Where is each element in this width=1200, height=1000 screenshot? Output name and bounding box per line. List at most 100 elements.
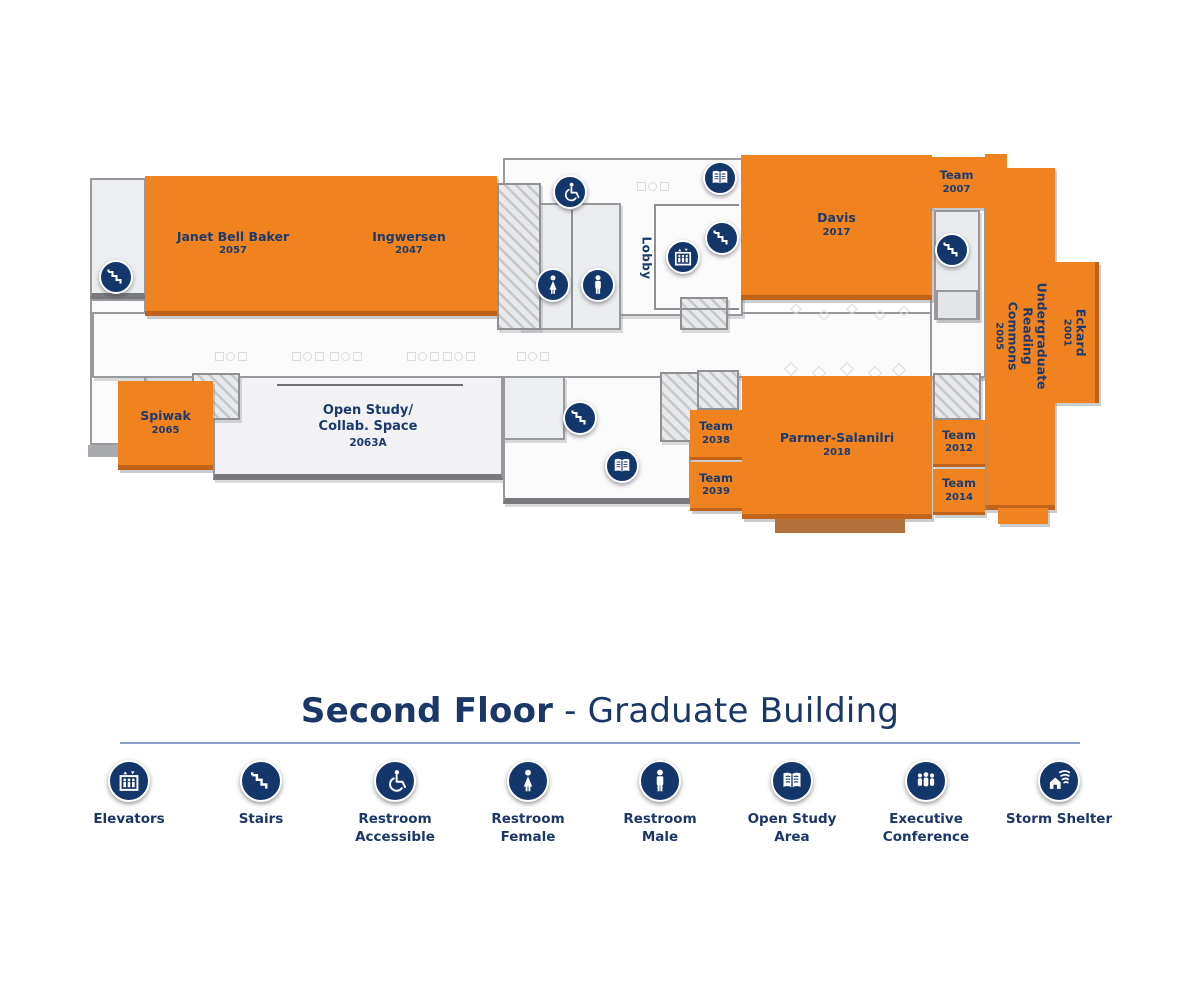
legend-label: Restroom Accessible [355, 811, 435, 845]
table-marker [660, 182, 669, 191]
table-marker-group [637, 182, 669, 193]
open-study-area-label: Open Study/ Collab. Space 2063A [268, 403, 468, 449]
room-number: 2047 [395, 245, 423, 257]
utility-room [936, 290, 978, 320]
open-study-icon [703, 161, 737, 195]
legend-label: Executive Conference [882, 811, 970, 845]
room-number: 2014 [945, 491, 973, 503]
legend-item-restroom-male: Restroom Male [585, 760, 735, 846]
room-name: Team [939, 168, 974, 183]
open-study-number: 2063A [349, 436, 387, 449]
room-name: Team [699, 470, 733, 485]
table-marker [407, 352, 416, 361]
table-marker [430, 352, 439, 361]
table-marker-group [292, 352, 324, 363]
bottom-gray-room [503, 376, 565, 440]
service-shaft [680, 297, 728, 330]
table-marker-group [443, 352, 475, 363]
interior-wall [655, 204, 739, 206]
table-marker-group [517, 352, 549, 363]
room-number: 2057 [219, 245, 247, 257]
room-name: Team [942, 476, 976, 491]
room-number: 2012 [945, 443, 973, 455]
elevators-icon [108, 760, 150, 802]
legend-item-stairs: Stairs [186, 760, 336, 829]
table-marker-group [215, 352, 247, 363]
legend-label: Elevators [93, 811, 165, 827]
legend-label: Restroom Male [623, 811, 697, 845]
table-marker [292, 352, 301, 361]
table-marker [315, 352, 324, 361]
service-shaft [697, 370, 739, 410]
room-name: Spiwak [140, 408, 191, 424]
room-number: 2065 [151, 424, 180, 436]
open-study-area [213, 376, 503, 480]
room-number: 2005 [992, 322, 1004, 351]
room-name: Davis [817, 210, 856, 226]
entrance-shadow [775, 519, 905, 533]
lobby-label-wrap: Lobby [626, 212, 666, 304]
stairs-icon [563, 401, 597, 435]
table-marker [330, 352, 339, 361]
restroom-accessible-icon [374, 760, 416, 802]
room-name: Team [942, 427, 976, 442]
interior-wall [655, 308, 739, 310]
stairs-icon [99, 260, 133, 294]
service-shaft [933, 373, 981, 420]
page-title: Second Floor - Graduate Building [0, 691, 1200, 731]
stairs-icon [240, 760, 282, 802]
building-tab [998, 508, 1048, 524]
table-marker [637, 182, 646, 191]
room-name: Ingwersen [372, 228, 446, 244]
legend-item-storm-shelter: Storm Shelter [984, 760, 1134, 829]
table-marker-group [407, 352, 439, 363]
table-marker [226, 352, 235, 361]
legend-label: Restroom Female [491, 811, 565, 845]
interior-wall [654, 204, 656, 310]
restroom-male-icon [639, 760, 681, 802]
legend-label: Open Study Area [747, 811, 837, 845]
interior-wall [571, 210, 573, 328]
table-marker [215, 352, 224, 361]
table-marker [341, 352, 350, 361]
room-name: Parmer-Salanilri [779, 430, 895, 446]
room-number: 2039 [702, 486, 730, 498]
room-number: 2007 [942, 183, 971, 195]
room-name: Team [699, 419, 733, 434]
room-number: 2038 [702, 434, 730, 446]
room-number: 2017 [822, 226, 851, 238]
legend-item-restroom-female: Restroom Female [453, 760, 603, 846]
legend-item-executive-conference: Executive Conference [851, 760, 1001, 846]
room-name: Undergraduate Reading Commons [1005, 283, 1050, 390]
restroom-female-icon [507, 760, 549, 802]
open-study-icon [605, 449, 639, 483]
service-shaft [497, 183, 541, 330]
building-tab [985, 154, 1007, 170]
table-marker-group [330, 352, 362, 363]
page-title-floor: Second Floor [300, 691, 554, 731]
table-marker [528, 352, 537, 361]
table-marker [238, 352, 247, 361]
legend-label: Storm Shelter [1005, 811, 1113, 827]
